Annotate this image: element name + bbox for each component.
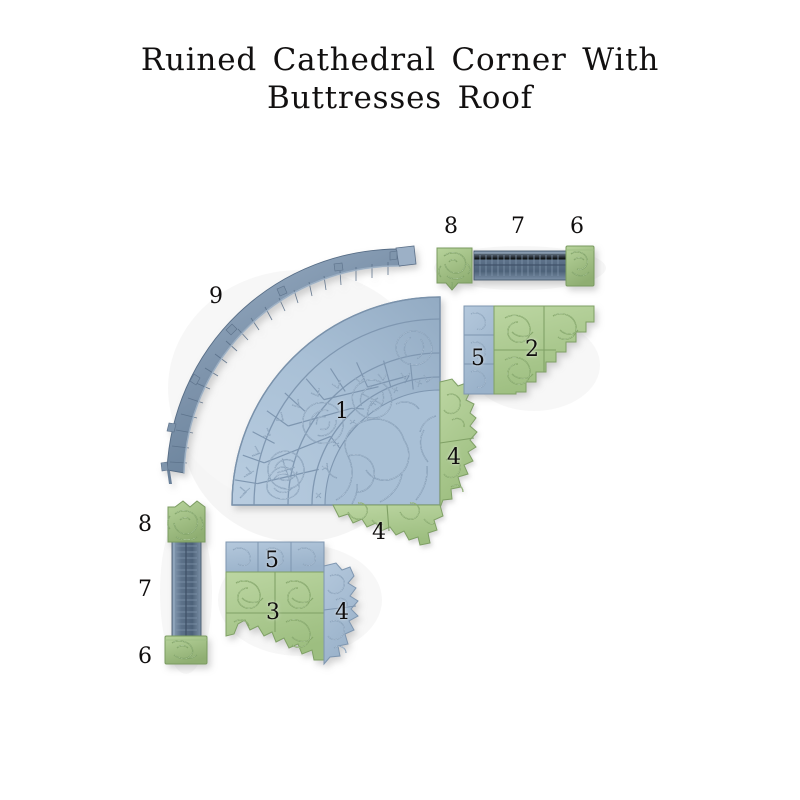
part-label-7-vertical: 7 bbox=[138, 577, 152, 602]
part-8-gargoyle-corbel-vertical bbox=[167, 500, 206, 543]
page-title: Ruined Cathedral Corner With Buttresses … bbox=[0, 42, 800, 118]
part-7-column-shaft-vertical bbox=[171, 539, 202, 637]
part-4-blue-ragged-lower-left bbox=[323, 562, 359, 666]
part-label-5-upper-right: 5 bbox=[471, 346, 485, 371]
part-label-5-lower-left: 5 bbox=[265, 548, 279, 573]
part-8-gargoyle-corbel-horizontal bbox=[436, 247, 473, 291]
part-label-7-horizontal: 7 bbox=[511, 214, 525, 239]
part-label-4-bottom: 4 bbox=[372, 520, 386, 545]
part-6-capital-block-horizontal bbox=[565, 245, 595, 287]
part-1-quarter-circle-roof-fan bbox=[231, 296, 441, 506]
part-label-6-vertical: 6 bbox=[138, 644, 152, 669]
part-5-3-4-lower-left-corner bbox=[225, 541, 359, 666]
part-label-6-horizontal: 6 bbox=[570, 214, 584, 239]
part-9-curved-arched-rib bbox=[160, 245, 417, 484]
vertical-buttress-column bbox=[164, 500, 208, 665]
part-3-green-tiles-lower-left bbox=[225, 571, 325, 661]
part-label-9: 9 bbox=[209, 284, 223, 309]
horizontal-buttress-column bbox=[436, 245, 595, 291]
part-2-green-corner-tiles bbox=[493, 305, 595, 395]
part-6-base-block-vertical bbox=[164, 635, 208, 665]
part-7-column-shaft-horizontal bbox=[473, 250, 567, 281]
part-label-4-right: 4 bbox=[447, 445, 461, 470]
part-label-8-horizontal: 8 bbox=[444, 214, 458, 239]
part-label-3: 3 bbox=[266, 600, 280, 625]
part-4-ragged-edge-bottom bbox=[332, 502, 444, 546]
part-5-blue-strip-upper-right bbox=[463, 305, 495, 395]
part-label-4-lower-left: 4 bbox=[335, 600, 349, 625]
part-label-2: 2 bbox=[525, 337, 539, 362]
page-title-line-1: Ruined Cathedral Corner With bbox=[140, 42, 660, 78]
part-label-1: 1 bbox=[335, 399, 349, 424]
page-title-line-2: Buttresses Roof bbox=[267, 79, 533, 116]
part-label-8-vertical: 8 bbox=[138, 512, 152, 537]
part-5-and-2-upper-right-corner bbox=[463, 305, 595, 395]
part-4-ragged-edge-right bbox=[439, 378, 478, 509]
